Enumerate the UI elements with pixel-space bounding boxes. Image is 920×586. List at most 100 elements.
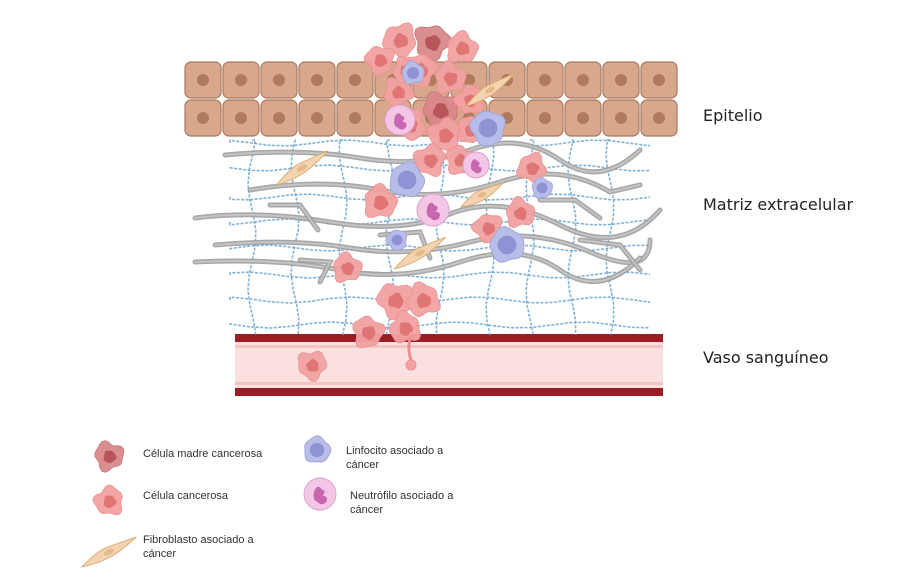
mesh-fiber bbox=[247, 139, 257, 336]
epithelial-cell bbox=[640, 99, 678, 137]
epithelial-cell bbox=[564, 99, 602, 137]
cancer-cell bbox=[426, 117, 462, 153]
lymphocyte bbox=[489, 225, 525, 263]
collagen-fiber-highlight bbox=[579, 239, 641, 271]
legend-neutrophil-label: Neutrófilo asociado a cáncer bbox=[350, 489, 453, 517]
lymphocyte bbox=[401, 60, 425, 85]
neutrophil bbox=[384, 104, 416, 136]
mesh-fiber bbox=[338, 139, 348, 336]
cell-nucleus bbox=[309, 442, 325, 458]
cell-nucleus bbox=[197, 74, 209, 86]
cell-nucleus bbox=[539, 112, 551, 124]
tissue-cells bbox=[274, 22, 554, 382]
label-blood-vessel: Vaso sanguíneo bbox=[703, 348, 829, 367]
cell-nucleus bbox=[397, 170, 417, 190]
cell-nucleus bbox=[103, 450, 117, 464]
cell-nucleus bbox=[577, 74, 589, 86]
cell-nucleus bbox=[311, 74, 323, 86]
cell-nucleus bbox=[536, 182, 548, 194]
cell-nucleus bbox=[653, 112, 665, 124]
cell-nucleus bbox=[424, 35, 441, 51]
cell-nucleus bbox=[478, 118, 498, 138]
epithelial-cell bbox=[336, 61, 374, 99]
cell-nucleus bbox=[296, 164, 308, 172]
legend-lymphocyte-line1: Linfocito asociado a bbox=[346, 445, 444, 457]
collagen-fiber-highlight bbox=[539, 199, 601, 219]
cell-nucleus bbox=[455, 41, 470, 56]
cell-nucleus bbox=[313, 486, 328, 505]
cell-nucleus bbox=[273, 112, 285, 124]
cell-nucleus bbox=[539, 74, 551, 86]
blood-vessel bbox=[235, 334, 663, 396]
cell-nucleus bbox=[197, 112, 209, 124]
collagen-fiber-highlight bbox=[269, 204, 319, 231]
cell-nucleus bbox=[426, 202, 441, 221]
epithelial-cell bbox=[526, 61, 564, 99]
collagen-fiber-highlight bbox=[214, 234, 651, 264]
cell-nucleus bbox=[391, 234, 403, 246]
cell-nucleus bbox=[103, 495, 117, 509]
extravasating-cell bbox=[405, 359, 417, 371]
cell-nucleus bbox=[438, 128, 454, 143]
cell-nucleus bbox=[443, 72, 458, 87]
label-extracellular-matrix: Matriz extracelular bbox=[703, 195, 854, 214]
cell-nucleus bbox=[341, 262, 355, 276]
cell-nucleus bbox=[485, 86, 495, 94]
cell-nucleus bbox=[273, 74, 285, 86]
legend-stem-cell-label: Célula madre cancerosa bbox=[143, 448, 263, 460]
cell-nucleus bbox=[424, 154, 438, 169]
cell-nucleus bbox=[416, 293, 432, 309]
cancer-cell bbox=[412, 143, 446, 177]
collagen-fiber-highlight bbox=[194, 252, 641, 283]
cell-nucleus bbox=[393, 33, 408, 49]
cell-nucleus bbox=[349, 74, 361, 86]
ecm-collagen-fibers bbox=[192, 140, 663, 285]
mesh-fiber bbox=[485, 139, 495, 336]
cell-nucleus bbox=[406, 66, 420, 80]
epithelial-cell bbox=[222, 99, 260, 137]
legend-fibroblast-line2: cáncer bbox=[143, 548, 177, 560]
cancer-cell bbox=[447, 29, 480, 63]
epithelial-cell bbox=[260, 99, 298, 137]
cancer-cell bbox=[434, 60, 467, 95]
epithelial-cell bbox=[184, 61, 222, 99]
epithelial-cell bbox=[564, 61, 602, 99]
lymphocyte bbox=[389, 160, 426, 198]
cell-nucleus bbox=[388, 292, 404, 309]
collagen-fiber-highlight bbox=[299, 259, 332, 283]
fibroblast bbox=[460, 182, 505, 208]
cell-nucleus bbox=[415, 249, 425, 257]
cell-nucleus bbox=[526, 162, 540, 175]
epithelial-cell bbox=[640, 61, 678, 99]
fibroblast bbox=[464, 73, 515, 108]
cell-nucleus bbox=[577, 112, 589, 124]
epithelial-cell bbox=[336, 99, 374, 137]
cell-nucleus bbox=[432, 103, 449, 119]
mesh-fiber bbox=[605, 139, 615, 336]
vessel-inner-line-top bbox=[235, 345, 663, 348]
mesh-fiber bbox=[435, 139, 445, 336]
ecm-mesh bbox=[229, 139, 651, 336]
epithelial-cell bbox=[602, 61, 640, 99]
mesh-fiber bbox=[229, 164, 651, 172]
collagen-fiber-highlight bbox=[194, 205, 661, 239]
cell-nucleus bbox=[497, 235, 517, 255]
cell-nucleus bbox=[362, 326, 376, 341]
cell-nucleus bbox=[392, 85, 405, 99]
legend-stem-cell-icon bbox=[94, 440, 125, 473]
epithelial-cell bbox=[184, 99, 222, 137]
cell-nucleus bbox=[615, 112, 627, 124]
cell-nucleus bbox=[514, 206, 527, 221]
cell-nucleus bbox=[653, 74, 665, 86]
cell-nucleus bbox=[235, 112, 247, 124]
cell-nucleus bbox=[373, 195, 389, 211]
lymphocyte bbox=[469, 110, 506, 147]
cell-nucleus bbox=[311, 112, 323, 124]
legend-fibroblast-line1: Fibroblasto asociado a bbox=[143, 534, 254, 546]
cancer-stem-cell bbox=[414, 25, 453, 62]
legend-neutrophil-line1: Neutrófilo asociado a bbox=[350, 490, 454, 502]
cancer-cell bbox=[505, 196, 536, 229]
mesh-fiber bbox=[229, 244, 651, 252]
